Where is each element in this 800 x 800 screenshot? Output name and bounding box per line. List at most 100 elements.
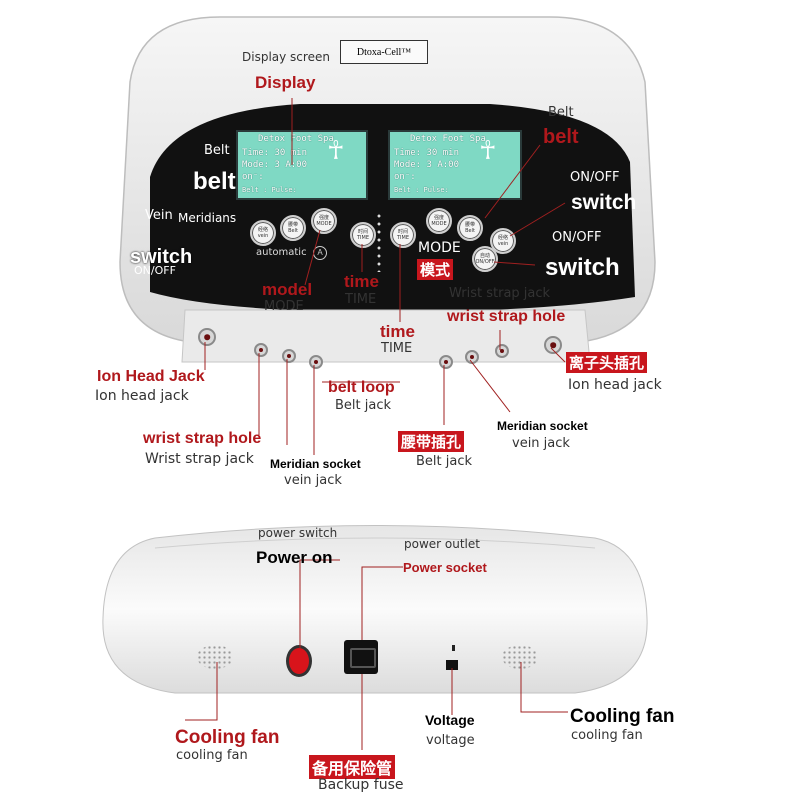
ion-head-jack-left[interactable] bbox=[198, 328, 216, 346]
mode-left-label: MODE bbox=[264, 299, 304, 314]
mode-right-label: MODE bbox=[418, 240, 461, 256]
lcd-title: Detox Foot Spa bbox=[410, 134, 486, 144]
model-label: model bbox=[262, 280, 313, 299]
time-button-en: TIME bbox=[356, 235, 369, 241]
wrist-strap-jack-left[interactable] bbox=[254, 343, 268, 357]
cooling-fan-grille-right bbox=[502, 645, 538, 669]
lcd-screen-right: Detox Foot Spa Time: 30 min Mode: 3 A:00… bbox=[388, 130, 522, 200]
mode-button-right[interactable]: 强度 MODE bbox=[426, 208, 452, 234]
mode-button-cn: 强度 bbox=[318, 215, 329, 221]
belt-jack-left[interactable] bbox=[282, 349, 296, 363]
lcd-status-line: Belt : Pulse: bbox=[394, 186, 449, 194]
time-button-cn: 时间 bbox=[397, 229, 408, 235]
meridian-socket-left[interactable] bbox=[309, 355, 323, 369]
time-button-cn: 时间 bbox=[357, 229, 368, 235]
automatic-label: automatic bbox=[256, 247, 307, 258]
ion-head-jack-right-label: Ion head jack bbox=[568, 377, 662, 393]
lcd-title: Detox Foot Spa bbox=[258, 134, 334, 144]
belt-button-cn: 腰带 bbox=[287, 222, 298, 228]
lcd-mode-line: Mode: 3 A:00 bbox=[242, 160, 308, 170]
brand-label: Dtoxa-Cell™ bbox=[356, 46, 412, 58]
lcd-time-line: Time: 30 min bbox=[394, 148, 460, 158]
belt-jack-mid-label: Belt jack bbox=[335, 398, 392, 413]
switch-left-label: switch bbox=[130, 246, 193, 268]
time-button-left[interactable]: 时间 TIME bbox=[350, 222, 376, 248]
display-screen-label: Display screen bbox=[242, 50, 330, 64]
onoff-right-label-2: ON/OFF bbox=[552, 230, 602, 245]
rear-device bbox=[95, 518, 655, 718]
onoff-left-label: ON/OFF bbox=[134, 264, 176, 277]
cooling-fan-left-thin-label: cooling fan bbox=[176, 748, 248, 763]
time-thin-label-2: TIME bbox=[381, 341, 413, 356]
power-switch-label: power switch bbox=[258, 526, 338, 540]
belt-button-left[interactable]: 腰带 Belt bbox=[280, 215, 306, 241]
cooling-fan-right-thin-label: cooling fan bbox=[571, 728, 643, 743]
voltage-label: Voltage bbox=[425, 712, 475, 728]
lcd-on-line: on⁻: bbox=[394, 172, 416, 182]
mode-button-left[interactable]: 强度 MODE bbox=[311, 208, 337, 234]
ion-head-cn-label: 离子头插孔 bbox=[566, 352, 648, 373]
cooling-fan-right-label: Cooling fan bbox=[570, 706, 675, 727]
onoff-right-label: ON/OFF bbox=[570, 170, 620, 185]
power-socket-inner bbox=[350, 648, 376, 668]
switch-right-label-1: switch bbox=[571, 191, 637, 214]
auto-button-en: ON/OFF bbox=[475, 259, 495, 265]
belt-button-right[interactable]: 腰带 Belt bbox=[457, 215, 483, 241]
lcd-mode-line: Mode: 3 A:00 bbox=[394, 160, 460, 170]
backup-fuse-cn-label: 备用保险管 bbox=[309, 755, 396, 779]
power-socket[interactable] bbox=[344, 640, 378, 674]
wrist-strap-hole-left-label: wrist strap hole bbox=[143, 430, 262, 447]
belt-jack-right-label: Belt jack bbox=[416, 454, 473, 469]
rear-device-shape bbox=[102, 525, 648, 694]
belt-right-thin-label: Belt bbox=[548, 105, 574, 120]
mode-button-en: MODE bbox=[431, 221, 447, 227]
lcd-figure-icon: ☥ bbox=[480, 136, 496, 166]
vein-jack-right-label: vein jack bbox=[512, 436, 570, 451]
belt-jack-right[interactable] bbox=[439, 355, 453, 369]
meridians-label: Meridians bbox=[178, 211, 237, 225]
lcd-on-line: on⁻: bbox=[242, 172, 264, 182]
belt-cn-label: 腰带插孔 bbox=[398, 431, 465, 452]
belt-left-bold-label: belt bbox=[193, 168, 236, 195]
brand-plate: Dtoxa-Cell™ bbox=[340, 40, 428, 64]
wrist-strap-hole-right-label: wrist strap hole bbox=[447, 308, 566, 325]
wrist-strap-jack-right[interactable] bbox=[495, 344, 509, 358]
power-on-label: Power on bbox=[256, 548, 333, 567]
time-button-right[interactable]: 时间 TIME bbox=[390, 222, 416, 248]
auto-button-cn: 自动 bbox=[479, 253, 490, 259]
cooling-fan-grille-left bbox=[197, 645, 233, 669]
lcd-figure-icon: ☥ bbox=[328, 136, 344, 166]
auto-onoff-button[interactable]: 自动 ON/OFF bbox=[472, 246, 498, 272]
belt-loop-label: belt loop bbox=[328, 379, 395, 396]
time-thin-label-1: TIME bbox=[345, 292, 377, 307]
vein-button-left[interactable]: 经络 vein bbox=[250, 220, 276, 246]
time-label-1: time bbox=[344, 272, 379, 291]
vein-left-label: Vein bbox=[145, 208, 173, 223]
belt-right-bold-label: belt bbox=[543, 126, 579, 148]
power-socket-label: Power socket bbox=[403, 560, 487, 575]
lcd-screen-left: Detox Foot Spa Time: 30 min Mode: 3 A:00… bbox=[236, 130, 368, 200]
switch-right-label-2: switch bbox=[545, 254, 620, 281]
mode-cn-label: 模式 bbox=[417, 259, 454, 280]
meridian-socket-right[interactable] bbox=[465, 350, 479, 364]
voltage-thin-label: voltage bbox=[426, 733, 475, 748]
power-switch-button[interactable] bbox=[286, 645, 312, 677]
backup-fuse-label: Backup fuse bbox=[318, 777, 404, 793]
indicator-dots bbox=[377, 212, 381, 272]
belt-left-thin-label: Belt bbox=[204, 143, 230, 158]
voltage-switch[interactable] bbox=[446, 660, 458, 670]
vein-button-cn: 经络 bbox=[497, 235, 508, 241]
time-label-2: time bbox=[380, 322, 415, 341]
cooling-fan-left-label: Cooling fan bbox=[175, 727, 280, 748]
belt-button-en: Belt bbox=[288, 228, 298, 234]
power-outlet-label: power outlet bbox=[404, 537, 480, 551]
ion-head-jack-bold-label: Ion Head Jack bbox=[97, 368, 205, 385]
voltage-indicator bbox=[452, 645, 455, 651]
meridian-socket-right-label: Meridian socket bbox=[497, 419, 588, 433]
ion-head-jack-left-label: Ion head jack bbox=[95, 388, 189, 404]
wrist-strap-jack-right-label: Wrist strap jack bbox=[449, 286, 551, 301]
ion-head-jack-right[interactable] bbox=[544, 336, 562, 354]
vein-button-en: vein bbox=[497, 241, 509, 247]
meridian-socket-left-label: Meridian socket bbox=[270, 457, 361, 471]
lcd-time-line: Time: 30 min bbox=[242, 148, 308, 158]
